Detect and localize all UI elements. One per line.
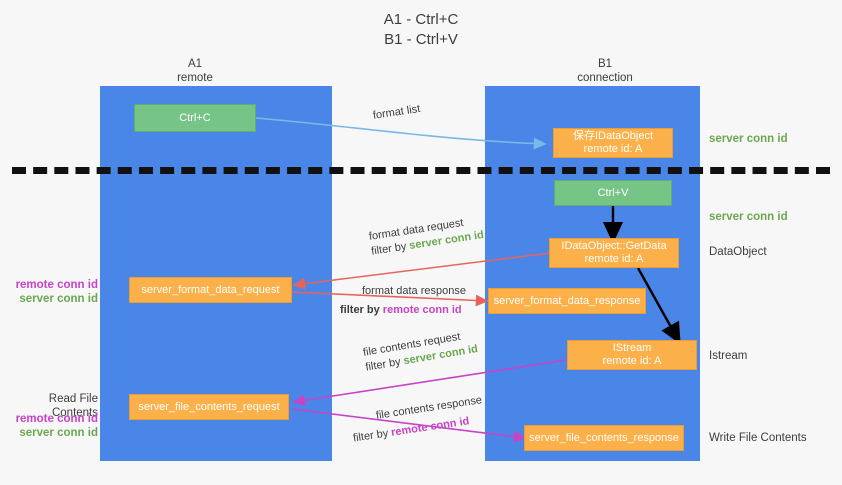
node-ctrl-c[interactable]: Ctrl+C — [134, 104, 256, 132]
node-ctrl-v[interactable]: Ctrl+V — [554, 180, 672, 206]
node-istream-sub: remote id: A — [602, 355, 662, 367]
annotation-remote-conn-id-lower: remote conn id — [15, 413, 98, 425]
annotation-conn-ids-upper: remote conn id server conn id — [10, 278, 98, 306]
filter-value-remote-conn-id: remote conn id — [382, 304, 462, 316]
title-line-1: A1 - Ctrl+C — [383, 11, 459, 28]
node-server-format-data-response-label: server_format_data_response — [493, 294, 641, 307]
edge-label-file-contents-response: file contents response filter by remote … — [352, 393, 486, 444]
lane-b1-name: B1 — [597, 58, 613, 70]
annotation-dataobject: DataObject — [709, 246, 767, 258]
node-server-file-contents-response-label: server_file_contents_response — [529, 431, 679, 444]
node-server-file-contents-response[interactable]: server_file_contents_response — [524, 425, 684, 451]
node-server-file-contents-request-label: server_file_contents_request — [138, 400, 280, 413]
node-getdata-sub: remote id: A — [584, 253, 644, 265]
annotation-server-conn-id-mid: server conn id — [709, 211, 788, 223]
annotation-write-file-contents: Write File Contents — [709, 432, 807, 444]
node-ctrl-c-label: Ctrl+C — [179, 111, 211, 124]
node-server-format-data-request-label: server_format_data_request — [141, 283, 280, 296]
node-istream[interactable]: IStream remote id: A — [567, 340, 697, 370]
annotation-conn-ids-lower: remote conn id server conn id — [10, 412, 98, 440]
node-server-format-data-response[interactable]: server_format_data_response — [488, 288, 646, 314]
lane-a1-name: A1 — [187, 58, 203, 70]
page-title: A1 - Ctrl+C B1 - Ctrl+V — [0, 10, 842, 50]
annotation-istream: Istream — [709, 350, 748, 362]
node-getdata-label: IDataObject::GetData — [561, 240, 667, 252]
node-server-file-contents-request[interactable]: server_file_contents_request — [129, 394, 289, 420]
phase-separator-dashed-line — [12, 167, 830, 174]
edge-label-format-data-request: format data request filter by server con… — [368, 216, 485, 258]
node-ctrl-v-label: Ctrl+V — [597, 186, 629, 199]
annotation-read-file-contents: Read File Contents — [48, 393, 98, 419]
node-save-dataobject-label: 保存IDataObject — [572, 130, 654, 142]
lane-b1-role: connection — [577, 72, 633, 84]
node-istream-label: IStream — [612, 342, 652, 354]
annotation-server-conn-id-upper: server conn id — [19, 293, 98, 305]
node-save-dataobject[interactable]: 保存IDataObject remote id: A — [553, 128, 673, 158]
edge-label-format-list: format list — [372, 102, 422, 122]
node-idataobject-getdata[interactable]: IDataObject::GetData remote id: A — [549, 238, 679, 268]
annotation-server-conn-id-top: server conn id — [709, 133, 788, 145]
edge-label-file-contents-request: file contents request filter by server c… — [362, 330, 479, 374]
edge-label-format-data-response-filter: filter by remote conn id — [340, 304, 462, 316]
annotation-server-conn-id-lower: server conn id — [19, 427, 98, 439]
node-server-format-data-request[interactable]: server_format_data_request — [129, 277, 292, 303]
title-line-2: B1 - Ctrl+V — [384, 31, 458, 48]
lane-header-a1: A1 remote — [120, 57, 270, 85]
lane-a1-role: remote — [177, 72, 213, 84]
lane-header-b1: B1 connection — [525, 57, 685, 85]
annotation-remote-conn-id-upper: remote conn id — [15, 279, 98, 291]
node-save-dataobject-sub: remote id: A — [583, 143, 643, 155]
edge-label-format-data-response: format data response filter by remote co… — [340, 285, 466, 316]
